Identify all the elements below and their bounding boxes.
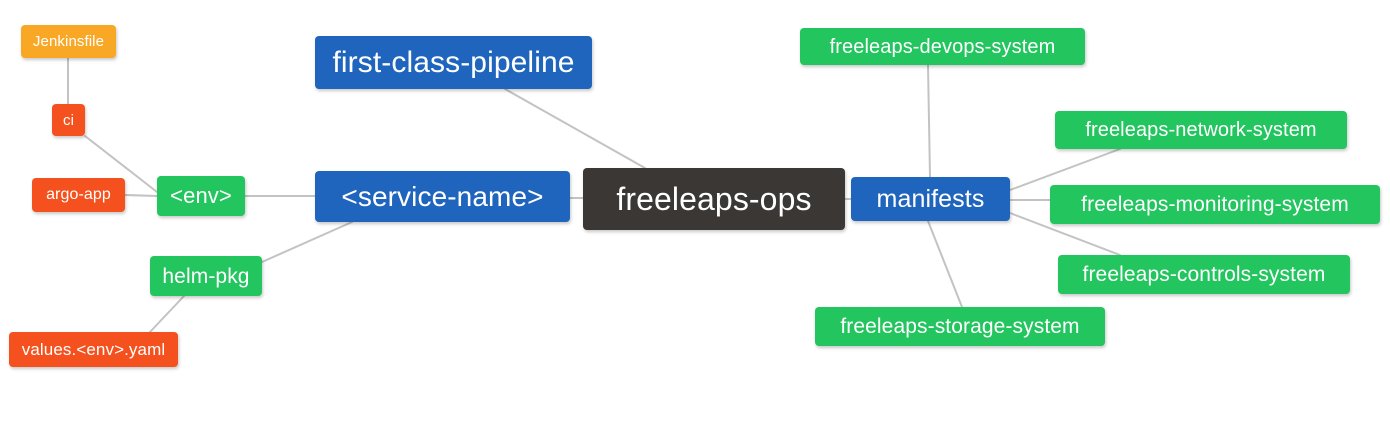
node-label-service-name: <service-name> [341, 180, 544, 212]
mindmap-node-freeleaps-storage-system[interactable]: freeleaps-storage-system [815, 307, 1105, 346]
edge-service-name-to-helm-pkg [261, 221, 353, 263]
mindmap-node-service-name[interactable]: <service-name> [315, 171, 570, 222]
edge-manifests-to-freeleaps-storage-system [927, 220, 963, 308]
node-label-freeleaps-devops-system: freeleaps-devops-system [829, 35, 1056, 58]
node-label-jenkinsfile: Jenkinsfile [32, 33, 105, 50]
mindmap-node-first-class-pipeline[interactable]: first-class-pipeline [315, 36, 592, 89]
edge-argo-app-to-env [124, 194, 158, 197]
edge-helm-pkg-to-values-env-yaml [149, 295, 185, 333]
mindmap-node-freeleaps-monitoring-system[interactable]: freeleaps-monitoring-system [1050, 185, 1380, 224]
mindmap-node-env[interactable]: <env> [157, 176, 245, 216]
node-label-manifests: manifests [876, 184, 985, 213]
edge-manifests-to-freeleaps-network-system [1009, 148, 1121, 191]
node-label-freeleaps-network-system: freeleaps-network-system [1085, 119, 1317, 141]
mindmap-node-helm-pkg[interactable]: helm-pkg [150, 256, 262, 296]
node-label-argo-app: argo-app [46, 186, 111, 203]
node-label-values-env-yaml: values.<env>.yaml [21, 340, 166, 359]
mindmap-node-values-env-yaml[interactable]: values.<env>.yaml [9, 332, 178, 367]
node-label-helm-pkg: helm-pkg [162, 264, 250, 288]
mindmap-node-freeleaps-controls-system[interactable]: freeleaps-controls-system [1058, 255, 1350, 294]
node-label-freeleaps-storage-system: freeleaps-storage-system [840, 315, 1080, 338]
mindmap-node-freeleaps-ops[interactable]: freeleaps-ops [583, 168, 845, 230]
mindmap-node-freeleaps-network-system[interactable]: freeleaps-network-system [1055, 111, 1347, 149]
node-label-env: <env> [170, 183, 232, 208]
mindmap-node-jenkinsfile[interactable]: Jenkinsfile [21, 25, 116, 58]
node-label-freeleaps-controls-system: freeleaps-controls-system [1082, 263, 1326, 286]
mindmap-node-ci[interactable]: ci [52, 104, 85, 136]
mindmap-node-argo-app[interactable]: argo-app [32, 178, 125, 212]
node-label-ci: ci [62, 111, 75, 129]
node-label-freeleaps-ops: freeleaps-ops [616, 181, 812, 217]
edge-first-class-pipeline-to-freeleaps-ops [504, 88, 646, 169]
edge-manifests-to-freeleaps-devops-system [927, 64, 931, 178]
node-label-first-class-pipeline: first-class-pipeline [332, 45, 575, 79]
mindmap-node-freeleaps-devops-system[interactable]: freeleaps-devops-system [800, 28, 1085, 65]
node-label-freeleaps-monitoring-system: freeleaps-monitoring-system [1081, 193, 1349, 216]
mindmap-node-manifests[interactable]: manifests [851, 177, 1010, 221]
